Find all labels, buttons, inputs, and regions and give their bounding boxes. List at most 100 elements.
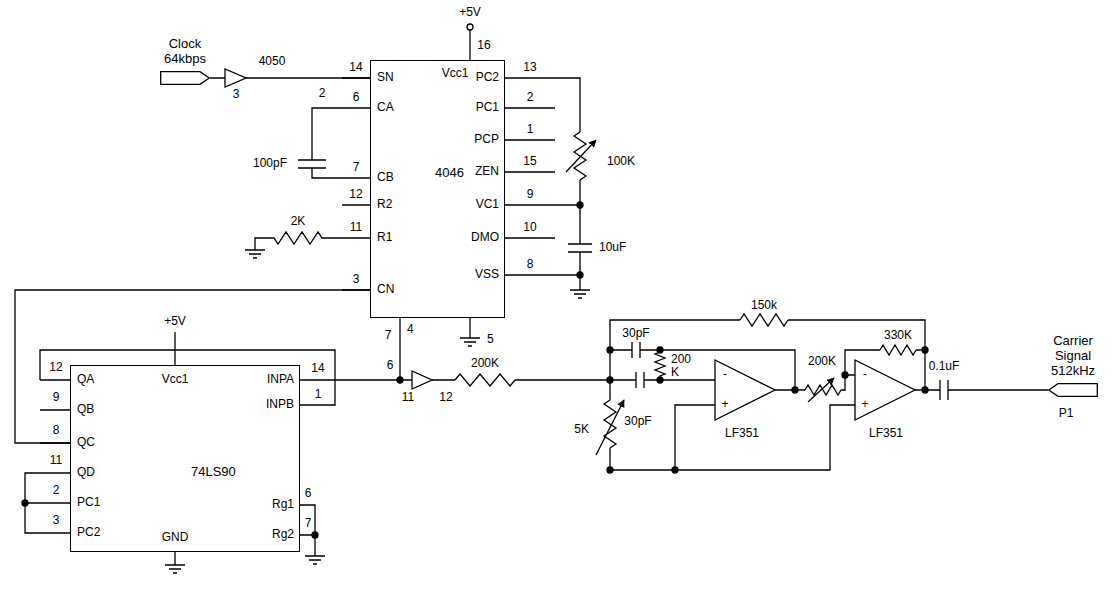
pin-number: 12 (438, 391, 453, 404)
pin-name: INPA (266, 373, 295, 386)
pin-number: 10 (522, 221, 537, 234)
junction-dot (312, 532, 318, 538)
capacitor-symbol (636, 372, 644, 388)
capacitor-symbol (940, 380, 948, 400)
chip-label: 74LS90 (191, 465, 236, 480)
component-value: +5V (163, 315, 187, 328)
buffer-symbol (412, 371, 432, 389)
pin-number: 6 (352, 91, 361, 104)
input-sign: - (862, 368, 868, 381)
pin-number: 6 (304, 487, 313, 500)
wire (610, 320, 1048, 470)
opamp-symbol (715, 360, 775, 420)
pin-name: ZEN (474, 165, 500, 178)
ground-symbol (245, 250, 265, 258)
ground-symbol (305, 556, 325, 564)
connector-shape (160, 71, 210, 85)
pin-name: Rg1 (271, 498, 295, 511)
junction-dot (657, 347, 663, 353)
pin-name: P1 (1058, 407, 1075, 420)
component-value: 30pF (623, 415, 652, 428)
input-connector: Clock 64kbps (150, 37, 220, 85)
pin-number: 4 (406, 323, 415, 336)
wire (469, 318, 470, 338)
port-label: Clock 64kbps (155, 37, 215, 67)
component-value: 2K (290, 215, 307, 228)
connector-outline (1049, 384, 1098, 397)
resistor-symbol (880, 345, 916, 355)
component-value: 30pF (621, 327, 650, 340)
pin-number: 3 (52, 514, 61, 527)
component-value: 100K (606, 155, 636, 168)
variable-resistor-arrow (808, 378, 834, 402)
output-connector: Carrier Signal 512kHz (1040, 334, 1106, 397)
pin-name: R1 (376, 231, 393, 244)
resistor-symbol (255, 232, 342, 250)
wire-connector (300, 318, 400, 380)
junction-dot (577, 202, 583, 208)
pin-name: R2 (376, 198, 393, 211)
junction-dot (607, 377, 613, 383)
pin-name: GND (161, 531, 190, 544)
connector-outline (161, 72, 210, 85)
component-value: 200K (470, 357, 500, 370)
junction-dot (657, 377, 663, 383)
component-value: 100pF (252, 157, 288, 170)
pin-number: 3 (352, 273, 361, 286)
input-sign: + (860, 398, 869, 411)
resistor-symbol (655, 350, 665, 380)
pin-name: PCP (473, 133, 500, 146)
resistor-symbol (740, 314, 788, 326)
ic-chip: 74LS90 (70, 365, 300, 552)
pin-name: SN (376, 71, 395, 84)
pin-number: 13 (522, 61, 537, 74)
pin-number: 16 (476, 39, 491, 52)
capacitor-symbol (298, 160, 326, 168)
component-value: 5K (573, 423, 590, 436)
wire (555, 78, 580, 290)
capacitor-symbol (632, 342, 640, 358)
junction-dot (792, 387, 798, 393)
supply-terminal (467, 24, 473, 30)
component-value: +5V (458, 6, 482, 19)
pin-name: QA (76, 373, 95, 386)
variable-resistor-symbol (574, 132, 586, 180)
pin-number: 3 (232, 88, 241, 101)
pin-name: PC1 (76, 496, 101, 509)
junction-dot (922, 347, 928, 353)
pin-name: CN (376, 283, 395, 296)
component-value: 0.1uF (928, 360, 961, 373)
pin-number: 2 (52, 484, 61, 497)
input-sign: + (720, 398, 729, 411)
junction-dot (842, 372, 848, 378)
variable-resistor-symbol (604, 400, 616, 448)
pin-number: 1 (526, 123, 535, 136)
junction-dot (607, 467, 613, 473)
resistor-symbol (455, 374, 515, 386)
pin-number: 1 (314, 388, 323, 401)
pin-number: 15 (522, 155, 537, 168)
component-value: 200K (807, 355, 837, 368)
pin-number: 7 (352, 161, 361, 174)
pin-number: 14 (348, 61, 363, 74)
variable-resistor-arrow (566, 140, 596, 172)
pin-number: 2 (526, 91, 535, 104)
pin-number: 9 (526, 188, 535, 201)
pin-number: 8 (52, 424, 61, 437)
junction-dot (922, 387, 928, 393)
component-value: 4050 (258, 55, 287, 68)
pin-number: 11 (401, 391, 415, 404)
pin-number: 11 (49, 454, 63, 467)
part-name: LF351 (868, 427, 904, 440)
pin-number: 11 (349, 221, 363, 234)
pin-name: QD (76, 466, 96, 479)
component-value: 150k (750, 299, 778, 312)
pin-number: 6 (386, 359, 395, 372)
pin-number: 8 (526, 258, 535, 271)
component-value: 200 K (670, 353, 700, 379)
pin-number: 9 (52, 391, 61, 404)
part-name: LF351 (724, 427, 760, 440)
junction-dot (577, 272, 583, 278)
pin-number: 7 (304, 517, 313, 530)
wire (25, 332, 335, 565)
